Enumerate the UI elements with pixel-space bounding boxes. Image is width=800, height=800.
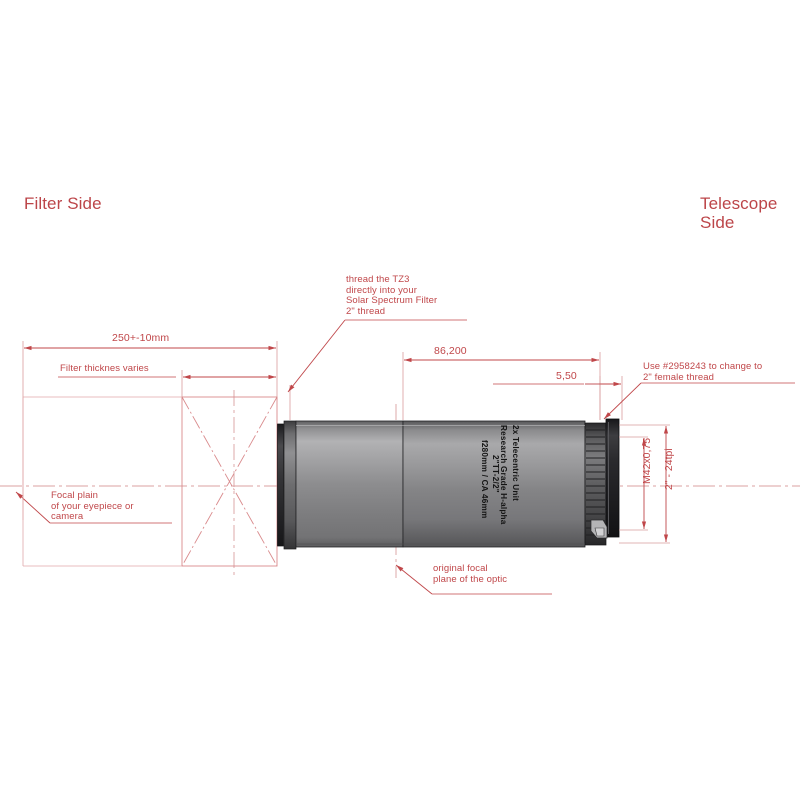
leader-adapter-note [603,382,642,420]
dim-label-m42-thread: M42x0,75 [641,437,653,484]
annotation-thread-tz3: thread the TZ3 directly into your Solar … [346,274,438,317]
product-label-line-1: Research Grade H-alpha [499,425,508,525]
annotation-focal-plain: Focal plain of your eyepiece or camera [51,490,134,523]
telescope-side-title: Telescope Side [700,194,778,233]
knurl-ridges [586,429,605,536]
annotation-adapter-note: Use #2958243 to change to 2" female thre… [643,361,763,383]
leader-thread-note [287,319,346,393]
telecentric-tube-assembly [277,418,620,550]
dim-label-tube-length: 86,200 [434,345,467,357]
dim-label-2in-24tpi: 2" - 24tpi [663,448,675,490]
product-label-line-4: f280mm / CA 46mm [480,440,489,519]
dim-label-filter-thickness: Filter thicknes varies [60,363,149,374]
set-screw-lug [590,519,608,539]
product-label-line-2: 2x Telecentric Unit [511,425,520,501]
product-label-line-3: 2"TT-2/2" [491,455,500,493]
leader-original-focal [395,564,433,595]
dim-label-overall: 250+-10mm [112,332,170,344]
filter-box [181,396,278,567]
dim-label-flange: 5,50 [556,370,577,382]
filter-side-title: Filter Side [24,194,102,213]
annotation-original-focal-plane: original focal plane of the optic [433,563,508,585]
leader-focal-plain [15,491,51,524]
